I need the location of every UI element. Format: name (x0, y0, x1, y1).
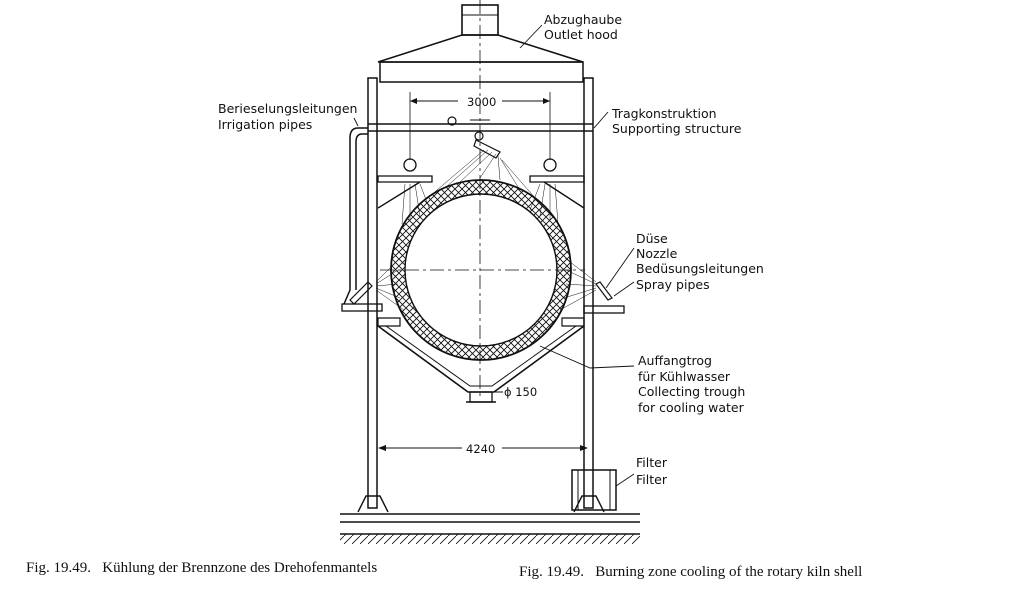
label-irrigation-de: Berieselungsleitungen (218, 101, 357, 116)
dim-top-width: 3000 (467, 95, 496, 109)
ground-line (340, 513, 640, 544)
label-outlet-hood-de: Abzughaube (544, 12, 622, 27)
label-irrigation-en: Irrigation pipes (218, 117, 312, 132)
rotary-kiln-shell (380, 179, 585, 361)
leader-lines (353, 24, 635, 487)
collecting-trough (377, 317, 585, 403)
dimension-lines (378, 92, 588, 451)
label-filter-en: Filter (636, 472, 668, 487)
lower-spray-pipes (341, 281, 625, 314)
supporting-structure-beam (368, 116, 593, 141)
label-support-de: Tragkonstruktion (611, 106, 717, 121)
upper-spray-supports (377, 139, 585, 209)
label-spray-en: Spray pipes (636, 277, 710, 292)
label-nozzle-de: Düse (636, 231, 668, 246)
label-support-en: Supporting structure (612, 121, 742, 136)
label-trough-en-1: Collecting trough (638, 384, 745, 399)
irrigation-pipe (343, 127, 368, 305)
spray-jets (375, 149, 597, 311)
dim-outlet-diameter: ϕ 150 (504, 385, 537, 399)
label-trough-de-1: Auffangtrog (638, 353, 712, 368)
filter-unit (571, 469, 617, 511)
caption-de: Fig. 19.49. Kühlung der Brennzone des Dr… (26, 560, 377, 576)
label-nozzle-en: Nozzle (636, 246, 678, 261)
dim-base-width: 4240 (466, 442, 495, 456)
support-columns (357, 77, 605, 513)
caption-en: Fig. 19.49. Burning zone cooling of the … (519, 564, 862, 580)
label-filter-de: Filter (636, 455, 668, 470)
label-spray-de: Bedüsungsleitungen (636, 261, 764, 276)
label-trough-de-2: für Kühlwasser (638, 369, 731, 384)
label-outlet-hood-en: Outlet hood (544, 27, 618, 42)
label-trough-en-2: for cooling water (638, 400, 745, 415)
